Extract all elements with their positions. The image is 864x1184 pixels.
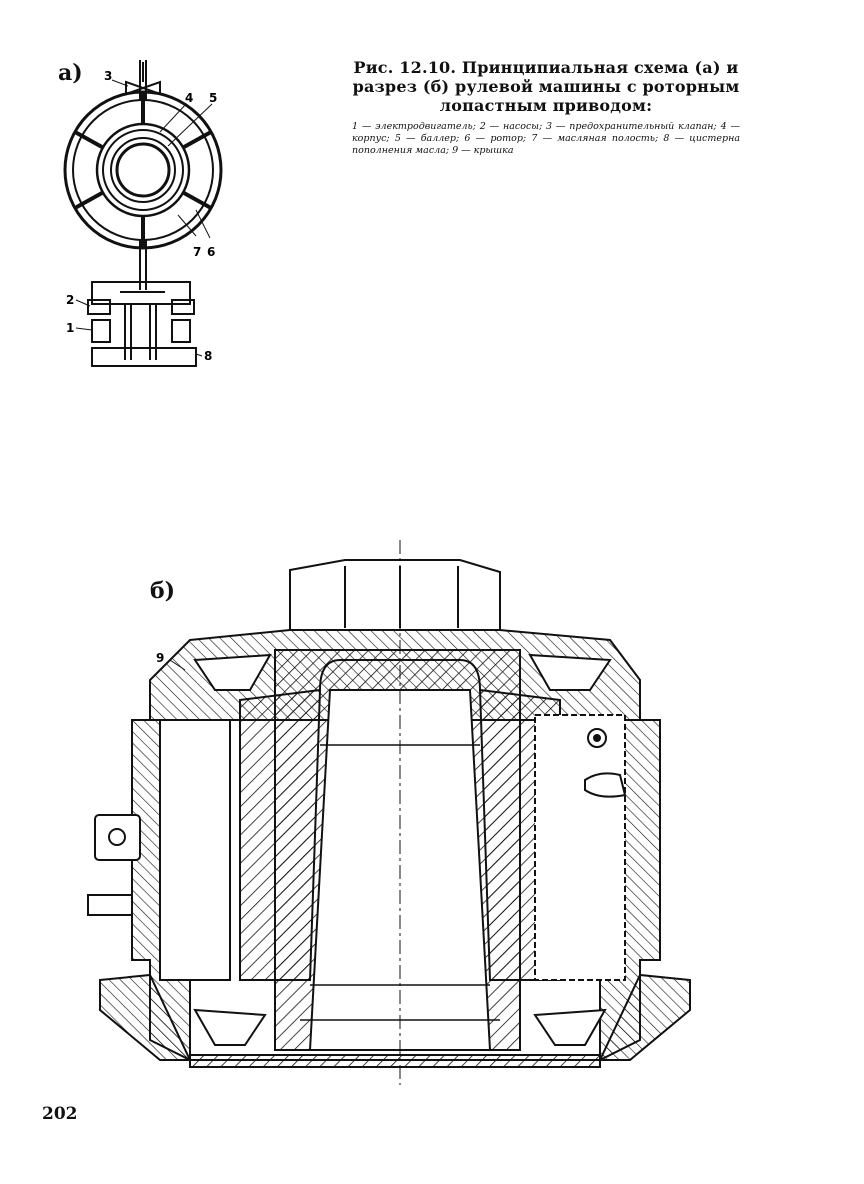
vane xyxy=(183,191,212,210)
callout-3: 3 xyxy=(104,69,112,83)
vane-stop xyxy=(584,772,627,798)
page-number: 202 xyxy=(42,1104,78,1124)
stock-core xyxy=(115,142,171,198)
bottom-flange xyxy=(99,973,691,1061)
vane xyxy=(183,130,212,149)
motor-left xyxy=(91,319,111,343)
inspection-plug xyxy=(587,728,607,748)
callout-5: 5 xyxy=(209,91,217,105)
oil-cavity-left xyxy=(159,719,231,981)
bottom-plate xyxy=(189,1054,601,1068)
rotor-ring-inner xyxy=(102,129,184,211)
bearing-bottom-left xyxy=(193,1008,267,1046)
bearing-top-left xyxy=(193,653,272,691)
callout-6: 6 xyxy=(207,245,215,259)
safety-valve xyxy=(125,80,161,96)
top-nut xyxy=(289,559,501,631)
side-fitting xyxy=(87,894,133,916)
callout-7: 7 xyxy=(193,245,201,259)
motor-right xyxy=(171,319,191,343)
callout-9: 9 xyxy=(156,651,164,665)
callout-8: 8 xyxy=(204,349,212,363)
manifold xyxy=(91,281,191,305)
stock-outer xyxy=(110,137,176,203)
caption-title: Рис. 12.10. Принципиальная схема (а) и р… xyxy=(352,58,740,115)
callout-1: 1 xyxy=(66,321,74,335)
oil-tank xyxy=(91,347,197,367)
callout-2: 2 xyxy=(66,293,74,307)
bearing-top-right xyxy=(528,653,612,691)
oil-cavity-right xyxy=(534,714,626,981)
figure-caption: Рис. 12.10. Принципиальная схема (а) и р… xyxy=(352,58,740,157)
vane xyxy=(74,130,103,149)
figure-part-a-label: а) xyxy=(58,60,83,86)
caption-legend: 1 — электродвигатель; 2 — насосы; 3 — пр… xyxy=(352,121,740,156)
figure-part-b-label: б) xyxy=(150,578,176,604)
side-valve-block xyxy=(94,814,141,861)
pump-right xyxy=(171,299,195,315)
vane xyxy=(74,191,103,210)
pump-left xyxy=(87,299,111,315)
bearing-bottom-right xyxy=(533,1008,607,1046)
callout-4: 4 xyxy=(185,91,193,105)
